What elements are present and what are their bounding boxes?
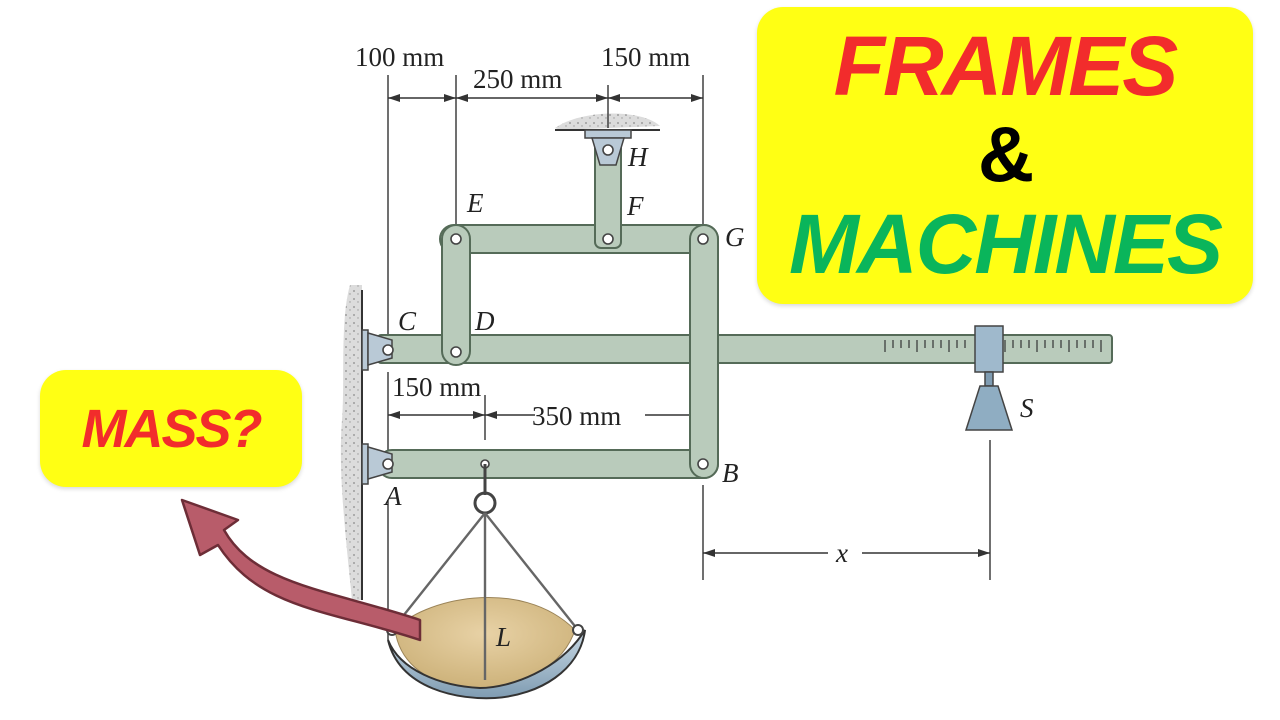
label-L: L xyxy=(495,622,511,652)
pin-H xyxy=(602,144,614,156)
label-F: F xyxy=(626,191,644,221)
label-E: E xyxy=(466,188,484,218)
label-A: A xyxy=(383,481,402,511)
label-H: H xyxy=(627,142,649,172)
dim-lower-left: 150 mm xyxy=(392,372,481,402)
pin-D xyxy=(450,346,462,358)
label-G: G xyxy=(725,222,745,252)
pin-B xyxy=(697,458,709,470)
label-S: S xyxy=(1020,393,1034,423)
title-banner: FRAMES & MACHINES xyxy=(757,7,1253,304)
wall-support xyxy=(340,285,362,600)
scale-ticks xyxy=(884,340,1102,352)
pin-F xyxy=(602,233,614,245)
label-D: D xyxy=(474,306,495,336)
title-ampersand: & xyxy=(977,109,1034,198)
dim-top-right: 150 mm xyxy=(601,42,690,72)
member-EG xyxy=(439,224,719,254)
curved-arrow xyxy=(180,498,422,642)
member-AB xyxy=(377,449,719,479)
dim-top-left: 100 mm xyxy=(355,42,444,72)
dim-x: x xyxy=(835,538,848,568)
dim-top-middle: 250 mm xyxy=(473,64,562,94)
member-ED xyxy=(441,224,471,366)
sliding-weight-S xyxy=(964,325,1014,431)
title-machines: MACHINES xyxy=(788,196,1223,291)
label-B: B xyxy=(722,458,739,488)
pin-A xyxy=(382,458,394,470)
pin-G xyxy=(697,233,709,245)
dimension-lines xyxy=(387,75,991,640)
pan-hanger xyxy=(386,464,586,700)
pin-E xyxy=(450,233,462,245)
member-GB xyxy=(689,224,719,479)
mass-callout: MASS? xyxy=(40,370,302,487)
pin-support-C xyxy=(361,329,393,371)
title-frames: FRAMES xyxy=(833,18,1179,113)
label-C: C xyxy=(398,306,417,336)
dim-lower-middle: 350 mm xyxy=(532,401,621,431)
pin-support-A xyxy=(361,443,393,485)
pin-C xyxy=(382,344,394,356)
mass-callout-text: MASS? xyxy=(81,398,263,459)
